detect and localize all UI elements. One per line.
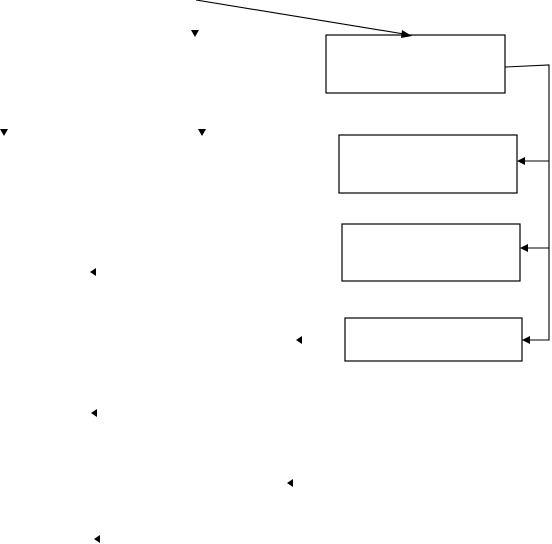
triangle-left-icon xyxy=(287,479,293,487)
arrowhead-icon xyxy=(522,336,530,344)
bracket-to-third-box xyxy=(520,244,549,252)
bracket-connector xyxy=(504,64,550,341)
arrowhead-icon xyxy=(517,157,525,165)
box-second xyxy=(338,134,518,194)
bracket-to-second-box xyxy=(517,157,549,165)
triangle-left-icon xyxy=(94,535,100,543)
bracket-to-bottom-box xyxy=(522,336,530,344)
triangle-down-icon xyxy=(0,129,8,136)
triangle-down-icon xyxy=(191,30,199,37)
box-bottom xyxy=(344,317,523,362)
arrow-into-top-box xyxy=(195,0,412,38)
arrowhead-icon xyxy=(401,30,412,38)
box-third xyxy=(341,223,521,282)
arrowhead-icon xyxy=(520,244,528,252)
triangle-down-icon xyxy=(198,129,206,136)
triangle-left-icon xyxy=(296,336,302,344)
box-top xyxy=(325,34,506,94)
triangle-left-icon xyxy=(90,268,96,276)
triangle-left-icon xyxy=(91,409,97,417)
